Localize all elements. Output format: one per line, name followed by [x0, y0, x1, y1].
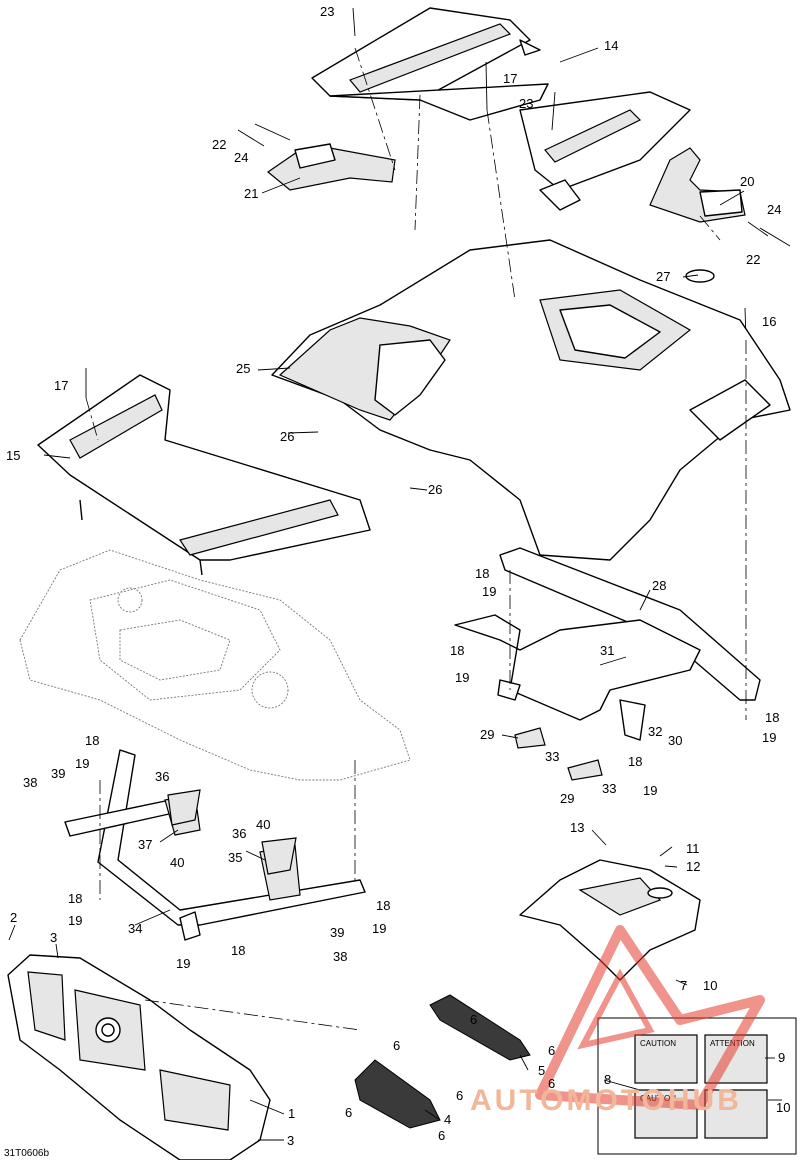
- callout-39a: 39: [51, 766, 65, 781]
- callout-38a: 38: [23, 775, 37, 790]
- callout-7: 7: [680, 978, 687, 993]
- callout-17a: 17: [503, 71, 517, 86]
- callout-6a: 6: [393, 1038, 400, 1053]
- callout-17b: 17: [54, 378, 68, 393]
- grille-upper[interactable]: [429, 994, 531, 1061]
- callout-3: 3: [50, 930, 57, 945]
- callout-40a: 40: [170, 855, 184, 870]
- callout-18d: 18: [628, 754, 642, 769]
- callout-25: 25: [236, 361, 250, 376]
- callout-6c: 6: [470, 1012, 477, 1027]
- watermark-text: AUTOMOTOHUB: [470, 1084, 742, 1117]
- callout-32: 32: [648, 724, 662, 739]
- callout-23a: 23: [320, 4, 334, 19]
- callout-15: 15: [6, 448, 20, 463]
- callout-19c: 19: [762, 730, 776, 745]
- callout-26b: 26: [428, 482, 442, 497]
- callout-5: 5: [538, 1063, 545, 1078]
- callout-20: 20: [740, 174, 754, 189]
- rear-fender[interactable]: [271, 239, 791, 561]
- callout-18b: 18: [450, 643, 464, 658]
- headlight-housing[interactable]: [519, 859, 701, 981]
- callout-18a: 18: [475, 566, 489, 581]
- rear-rack[interactable]: [311, 7, 691, 211]
- leader-lines: [8, 47, 782, 1141]
- mount-brackets[interactable]: [167, 789, 297, 875]
- callout-28: 28: [652, 578, 666, 593]
- callout-19a: 19: [482, 584, 496, 599]
- callout-9: 9: [778, 1050, 785, 1065]
- callout-24a: 24: [234, 150, 248, 165]
- label-heading: CAUTION: [640, 1039, 676, 1048]
- callout-6f: 6: [456, 1088, 463, 1103]
- drawing-code: 31T0606b: [4, 1148, 49, 1159]
- callout-40b: 40: [256, 817, 270, 832]
- callout-31: 31: [600, 643, 614, 658]
- callout-21: 21: [244, 186, 258, 201]
- front-fender[interactable]: [19, 549, 411, 781]
- callout-39b: 39: [330, 925, 344, 940]
- callout-6d: 6: [345, 1105, 352, 1120]
- callout-33a: 33: [545, 749, 559, 764]
- callout-18f: 18: [68, 891, 82, 906]
- grille-lower[interactable]: [354, 1059, 441, 1129]
- callout-4: 4: [444, 1112, 451, 1127]
- callout-19g: 19: [372, 921, 386, 936]
- alignment-lines: [85, 47, 747, 1031]
- callout-16: 16: [762, 314, 776, 329]
- callout-19f: 19: [68, 913, 82, 928]
- callout-33b: 33: [602, 781, 616, 796]
- callout-18h: 18: [231, 943, 245, 958]
- callout-37: 37: [138, 837, 152, 852]
- callout-36a: 36: [155, 769, 169, 784]
- callout-6b: 6: [548, 1043, 555, 1058]
- front-bumper[interactable]: [7, 954, 271, 1160]
- watermark-logo: AUTOMOTOHUB: [470, 925, 765, 1117]
- front-subframe[interactable]: [64, 749, 366, 941]
- callout-18g: 18: [376, 898, 390, 913]
- callout-19h: 19: [176, 956, 190, 971]
- callout-35: 35: [228, 850, 242, 865]
- callout-13: 13: [570, 820, 584, 835]
- callout-3b: 3: [287, 1133, 294, 1148]
- callout-30: 30: [668, 733, 682, 748]
- callout-10b: 10: [776, 1100, 790, 1115]
- callout-1: 1: [288, 1106, 295, 1121]
- callout-11: 11: [686, 841, 700, 856]
- rack-bracket-right[interactable]: [649, 147, 746, 223]
- callout-38b: 38: [333, 949, 347, 964]
- callout-labels: 1 2 3 3 4 5 6 6 6 6 6 6 6 7 8 9 10 10 11…: [6, 4, 790, 1148]
- callout-18c: 18: [765, 710, 779, 725]
- rear-subframe[interactable]: [454, 547, 761, 741]
- callout-27: 27: [656, 269, 670, 284]
- callout-29b: 29: [560, 791, 574, 806]
- callout-29a: 29: [480, 727, 494, 742]
- callout-24b: 24: [767, 202, 781, 217]
- callout-14: 14: [604, 38, 618, 53]
- bracket-29-33[interactable]: [514, 727, 603, 781]
- front-rack[interactable]: [37, 374, 371, 576]
- callout-36b: 36: [232, 826, 246, 841]
- callout-19b: 19: [455, 670, 469, 685]
- callout-26a: 26: [280, 429, 294, 444]
- callout-18e: 18: [85, 733, 99, 748]
- callout-19e: 19: [75, 756, 89, 771]
- rack-bracket-left[interactable]: [267, 143, 396, 191]
- callout-12: 12: [686, 859, 700, 874]
- callout-23b: 23: [519, 96, 533, 111]
- bolts: [85, 7, 791, 398]
- callout-6g: 6: [548, 1076, 555, 1091]
- label-panel[interactable]: CAUTION ATTENTION CAUTION: [597, 1017, 797, 1155]
- callout-6e: 6: [438, 1128, 445, 1143]
- callout-19d: 19: [643, 783, 657, 798]
- callout-22a: 22: [212, 137, 226, 152]
- callout-10a: 10: [703, 978, 717, 993]
- callout-22b: 22: [746, 252, 760, 267]
- callout-8: 8: [604, 1072, 611, 1087]
- callout-34: 34: [128, 921, 142, 936]
- callout-2: 2: [10, 910, 17, 925]
